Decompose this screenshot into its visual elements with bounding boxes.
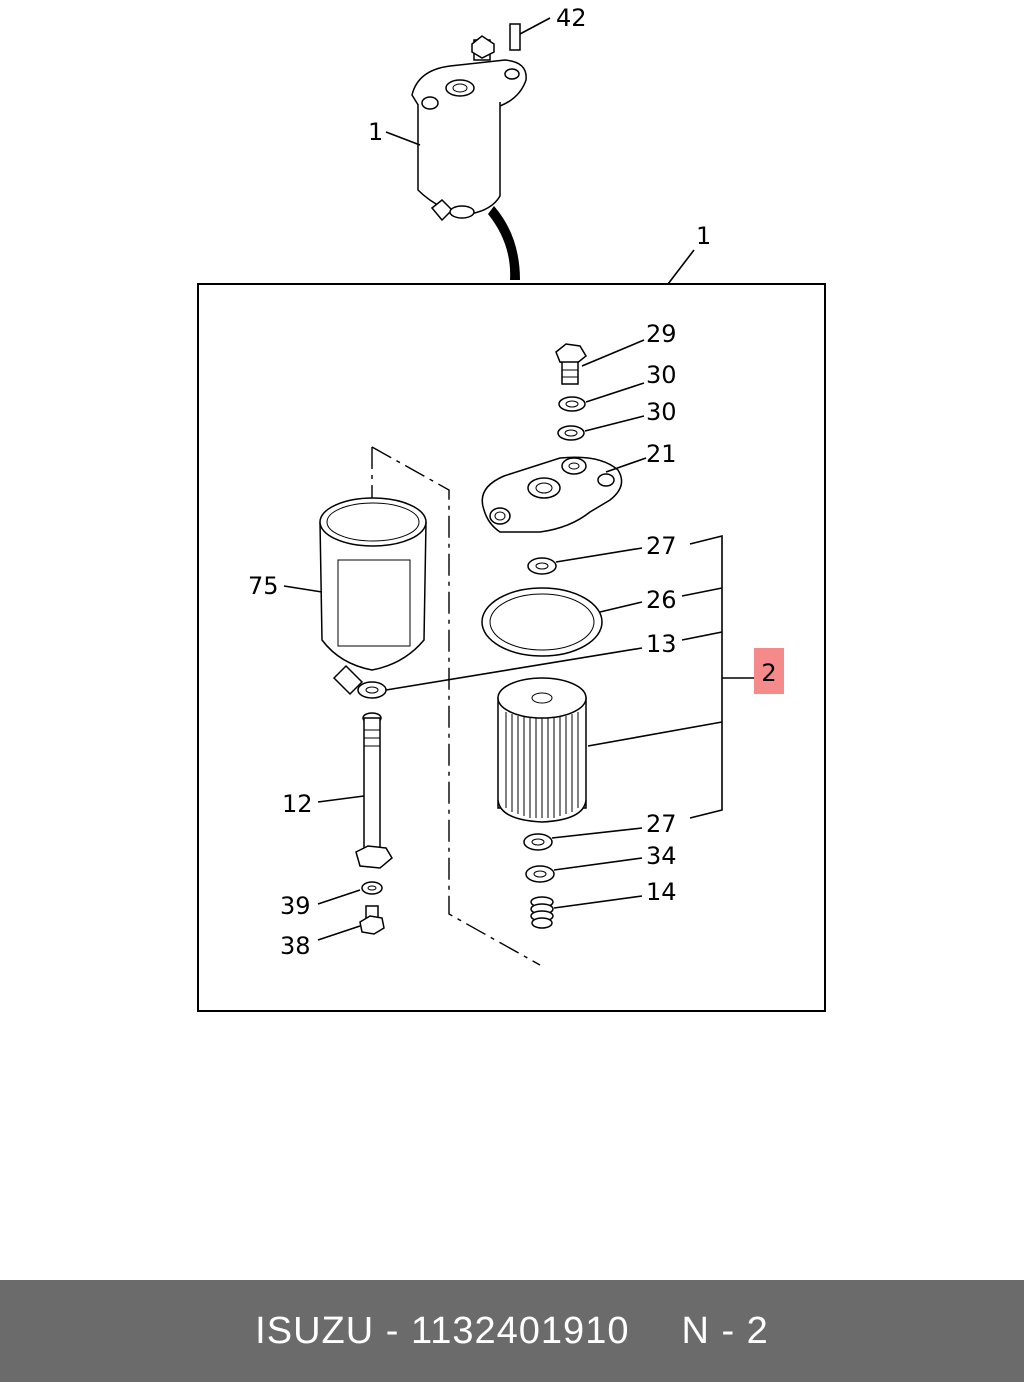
callout-21: 21: [646, 440, 677, 468]
callout-12: 12: [282, 790, 313, 818]
washer-34: [525, 865, 555, 883]
callout-2: 2: [761, 659, 776, 687]
seal-13: [357, 681, 387, 699]
callout-42: 42: [556, 4, 587, 32]
callout-13: 13: [646, 630, 677, 658]
page-reference: N - 2: [681, 1309, 769, 1352]
overview-filter-assembly: [411, 23, 527, 222]
footer-bar: ISUZU - 1132401910 N - 2: [0, 1280, 1024, 1382]
callout-1-top: 1: [368, 118, 383, 146]
callout-34: 34: [646, 842, 677, 870]
detail-arrow: [488, 206, 520, 280]
oring-26: [481, 587, 603, 657]
callout-38: 38: [280, 932, 311, 960]
callout-27-top: 27: [646, 532, 677, 560]
callout-29: 29: [646, 320, 677, 348]
washer-39: [361, 881, 383, 895]
washer-30b: [557, 425, 585, 441]
brand-part-number: ISUZU - 1132401910: [255, 1309, 630, 1352]
center-rod-12: [355, 712, 393, 869]
kit-highlight: [754, 648, 784, 694]
filter-head-21: [481, 456, 623, 533]
callout-14: 14: [646, 878, 677, 906]
filter-bowl-75: [319, 497, 427, 696]
parts-diagram: 42 1 1 29 30 30 21 2 27: [197, 4, 826, 1012]
spring-14: [530, 896, 554, 929]
callout-30a: 30: [646, 361, 677, 389]
detail-frame: [197, 283, 826, 1012]
drain-plug-38: [359, 905, 385, 935]
callout-1-box: 1: [696, 222, 711, 250]
gasket-27-top: [527, 557, 557, 575]
gasket-27-bottom: [523, 833, 553, 851]
washer-30a: [558, 396, 586, 412]
callout-27-bottom: 27: [646, 810, 677, 838]
filter-element: [497, 677, 587, 823]
bolt-29: [555, 343, 587, 385]
callout-26: 26: [646, 586, 677, 614]
callout-30b: 30: [646, 398, 677, 426]
callout-39: 39: [280, 892, 311, 920]
callout-75: 75: [248, 572, 279, 600]
